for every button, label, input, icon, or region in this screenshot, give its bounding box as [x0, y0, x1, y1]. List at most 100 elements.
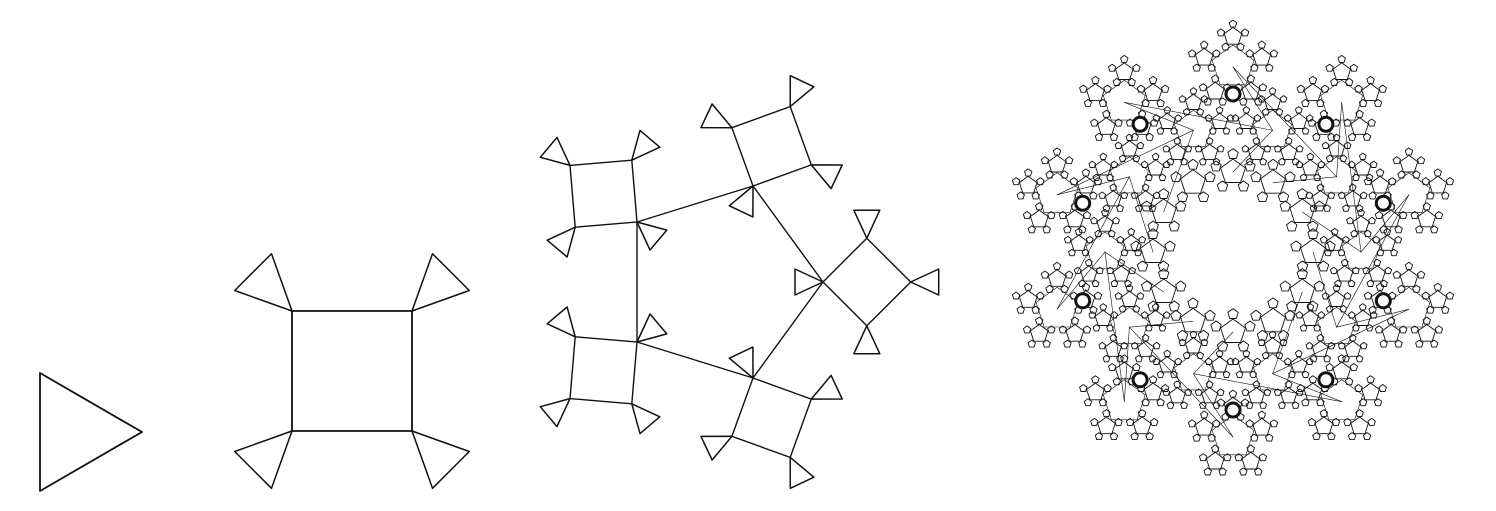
fractal-polygon: [1428, 290, 1448, 308]
fractal-polygon: [1257, 410, 1266, 419]
fractal-polygon: [1130, 191, 1139, 199]
fractal-polygon: [1156, 370, 1165, 378]
fractal-polygon: [1035, 202, 1044, 211]
fractal-polygon: [1127, 227, 1136, 236]
fractal-polygon: [1196, 351, 1205, 359]
fractal-polygon: [1426, 305, 1435, 314]
fractal-polygon: [1112, 265, 1130, 282]
fractal-polygon: [1320, 80, 1363, 121]
fractal-polygon: [1182, 108, 1191, 116]
fractal-polygon: [1197, 329, 1210, 341]
fractal-polygon: [1162, 145, 1171, 153]
fractal-hole: [1131, 115, 1149, 133]
fractal-polygon: [1063, 235, 1072, 244]
fractal-polygon: [1215, 106, 1224, 114]
fractal-polygon: [1368, 216, 1376, 225]
fractal-polygon: [1212, 419, 1221, 428]
fractal-polygon: [1184, 145, 1193, 153]
fractal-polygon: [1116, 204, 1124, 212]
fractal-polygon: [1241, 388, 1250, 396]
fractal-polygon: [1173, 380, 1182, 388]
fractal-polygon: [1174, 357, 1183, 365]
fractal-polygon: [1373, 258, 1382, 267]
small-corner-triangle: [631, 129, 661, 161]
fractal-polygon: [1168, 300, 1180, 312]
fractal-polygon: [1085, 231, 1125, 269]
fractal-polygon: [1328, 140, 1345, 157]
fractal-polygon: [1256, 329, 1269, 341]
fractal-polygon: [1301, 159, 1319, 176]
fractal-polygon: [1158, 268, 1170, 279]
fractal-polygon: [1253, 353, 1292, 391]
fractal-polygon: [1148, 75, 1158, 84]
fractal-polygon: [1098, 98, 1108, 107]
fractal-polygon: [1316, 398, 1325, 407]
fractal-polygon: [1242, 106, 1251, 114]
fractal-polygon: [1212, 49, 1221, 58]
fractal-polygon: [1210, 320, 1222, 332]
fractal-polygon: [1267, 158, 1279, 170]
fractal-polygon: [1212, 157, 1221, 166]
fractal-polygon: [1135, 204, 1143, 212]
fractal-strand: [1232, 66, 1337, 178]
fractal-polygon: [1035, 172, 1079, 213]
fractal-polygon: [1290, 112, 1308, 129]
fractal-polygon: [1307, 220, 1319, 232]
fractal-polygon: [1104, 340, 1122, 357]
fractal-polygon: [1076, 175, 1096, 194]
fractal-polygon: [1022, 211, 1032, 220]
fractal-polygon: [1296, 84, 1305, 93]
fractal-polygon: [1260, 307, 1286, 333]
fractal-polygon: [1170, 370, 1178, 378]
fractal-polygon: [1368, 191, 1377, 200]
fractal-polygon: [1358, 398, 1368, 407]
fractal-polygon: [1130, 240, 1142, 252]
fractal-polygon: [1288, 127, 1296, 135]
fractal-polygon: [1205, 451, 1225, 470]
fractal-polygon: [1265, 63, 1274, 72]
fractal-polygon: [1147, 228, 1159, 239]
fractal-polygon: [1047, 154, 1067, 173]
small-corner-triangle: [853, 209, 881, 239]
fractal-polygon: [1358, 303, 1367, 311]
fractal-polygon: [1192, 63, 1201, 72]
fractal-polygon: [1218, 97, 1227, 106]
small-square: [569, 336, 638, 405]
fractal-polygon: [1361, 382, 1380, 401]
fractal-polygon: [1108, 63, 1117, 72]
fractal-polygon: [1252, 380, 1261, 388]
fractal-polygon: [1098, 191, 1107, 199]
fractal-polygon: [1367, 417, 1376, 426]
fractal-polygon: [1106, 173, 1114, 181]
fractal-polygon: [1434, 211, 1444, 220]
fractal-polygon: [1078, 279, 1086, 287]
fractal-polygon: [1090, 417, 1099, 426]
fractal-polygon: [1132, 63, 1141, 72]
fractal-polygon: [1422, 202, 1431, 211]
fractal-polygon: [1345, 77, 1354, 86]
fractal-polygon: [1116, 235, 1125, 244]
fractal-polygon: [1137, 340, 1155, 357]
fractal-polygon: [1342, 354, 1350, 363]
fractal-polygon: [1086, 83, 1105, 101]
fractal-polygon: [1121, 140, 1138, 157]
fractal-polygon: [1267, 297, 1279, 309]
fractal-polygon: [1115, 361, 1134, 380]
fractal-polygon: [1147, 159, 1165, 176]
fractal-polygon: [1187, 297, 1199, 309]
fractal-polygon: [1148, 375, 1158, 384]
fractal-polygon: [1321, 292, 1330, 300]
fractal-polygon: [1176, 191, 1189, 203]
fractal-polygon: [1120, 191, 1129, 199]
fractal-polygon: [1069, 177, 1078, 186]
fractal-polygon: [1317, 260, 1330, 272]
fractal-polygon: [1187, 419, 1197, 428]
fractal-polygon: [1194, 388, 1203, 396]
fractal-polygon: [1250, 309, 1262, 321]
fractal-polygon: [1354, 159, 1372, 176]
fractal-polygon: [1145, 132, 1154, 141]
fractal-strand: [1124, 102, 1273, 131]
fractal-polygon: [1345, 377, 1354, 386]
fractal-polygon: [1350, 416, 1369, 435]
fractal-polygon: [1237, 112, 1255, 129]
